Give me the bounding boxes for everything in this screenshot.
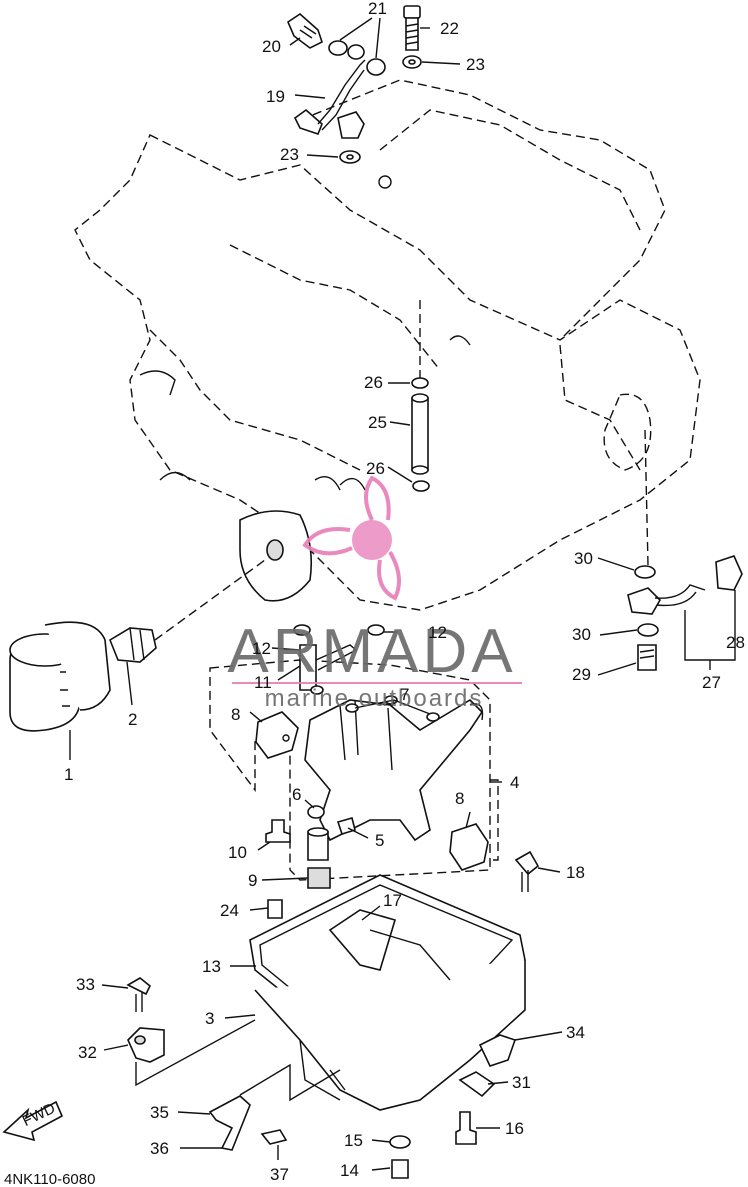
- callout-12a: 12: [252, 639, 271, 658]
- callout-1: 1: [64, 765, 73, 784]
- callout-26a: 26: [364, 373, 383, 392]
- callout-33: 33: [76, 975, 95, 994]
- callout-16: 16: [505, 1119, 524, 1138]
- watermark-brand: ARMADA: [227, 617, 516, 686]
- callout-13: 13: [202, 957, 221, 976]
- callout-4: 4: [510, 773, 519, 792]
- callout-9: 9: [248, 871, 257, 890]
- callout-23a: 23: [466, 55, 485, 74]
- callout-7: 7: [400, 685, 409, 704]
- callout-numbers: 1 2 3 4 5 6 7 8 8 9 10 11 12 12 13 14 15…: [64, 0, 745, 1184]
- fwd-arrow: FWD: [2, 1100, 64, 1142]
- diagram-code: 4NK110-6080: [4, 1171, 95, 1187]
- callout-2: 2: [128, 710, 137, 729]
- callout-19: 19: [266, 87, 285, 106]
- callout-21: 21: [368, 0, 387, 18]
- callout-29: 29: [572, 665, 591, 684]
- callout-8a: 8: [231, 705, 240, 724]
- callout-23b: 23: [280, 145, 299, 164]
- leader-lines: [69, 17, 736, 1171]
- callout-11: 11: [254, 673, 272, 692]
- watermark-tagline: marine outboards: [265, 685, 484, 712]
- callout-8b: 8: [455, 789, 464, 808]
- callout-6: 6: [292, 785, 301, 804]
- oil-pipe-25: [411, 300, 430, 492]
- propeller-logo-icon: [302, 475, 401, 601]
- oil-filter-boss: [154, 510, 313, 641]
- callout-28: 28: [726, 633, 745, 652]
- callout-27: 27: [702, 673, 721, 692]
- callout-25: 25: [368, 413, 387, 432]
- oil-pan: [249, 850, 540, 1111]
- callout-5: 5: [375, 831, 384, 850]
- oil-hose-27: [627, 429, 743, 671]
- callout-26b: 26: [366, 459, 385, 478]
- callout-15: 15: [344, 1131, 363, 1150]
- callout-12b: 12: [428, 623, 447, 642]
- callout-3: 3: [205, 1009, 214, 1028]
- lower-small-parts: [126, 977, 517, 1179]
- oil-strainer-assembly: [209, 624, 499, 889]
- callout-14: 14: [340, 1161, 359, 1180]
- oil-filter: [9, 621, 157, 732]
- callout-22: 22: [440, 19, 459, 38]
- callout-34: 34: [566, 1023, 585, 1042]
- engine-block-outline: [74, 79, 701, 611]
- callout-24: 24: [220, 901, 239, 920]
- callout-31: 31: [512, 1073, 531, 1092]
- callout-18: 18: [566, 863, 585, 882]
- oil-delivery-pipe-assembly: [287, 5, 422, 164]
- callout-35: 35: [150, 1103, 169, 1122]
- callout-37: 37: [270, 1165, 289, 1184]
- callout-32: 32: [78, 1043, 97, 1062]
- armada-watermark: ARMADA marine outboards: [227, 475, 522, 712]
- callout-30a: 30: [574, 549, 593, 568]
- callout-17: 17: [383, 891, 402, 910]
- callout-30b: 30: [572, 625, 591, 644]
- callout-10: 10: [228, 843, 247, 862]
- callout-20: 20: [262, 37, 281, 56]
- engine-detail-lines: [139, 175, 471, 491]
- callout-36: 36: [150, 1139, 169, 1158]
